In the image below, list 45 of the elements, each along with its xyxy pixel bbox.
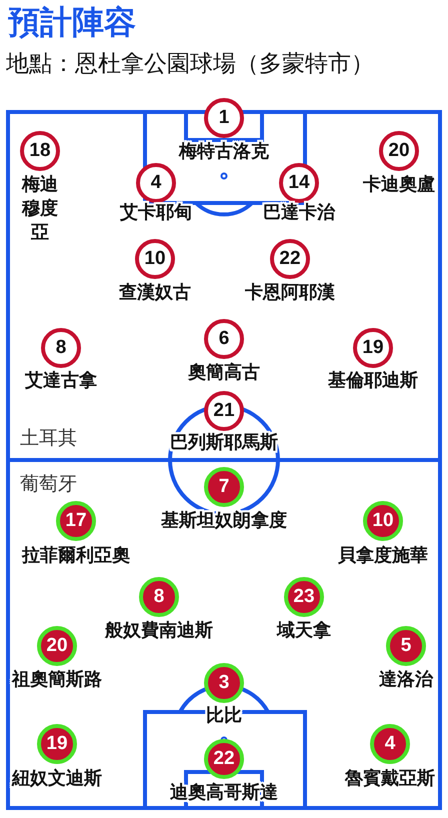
player-number-marker: 6: [204, 319, 244, 359]
player-number-marker: 10: [363, 501, 403, 541]
player-name: 梅迪穆度亞: [20, 173, 59, 245]
player-number-marker: 14: [279, 163, 319, 203]
player-name: 梅特古洛克: [179, 140, 269, 164]
player-name: 奧簡高古: [188, 361, 260, 385]
player-number-marker: 19: [37, 724, 77, 764]
player-name: 祖奧簡斯路: [12, 668, 102, 692]
player-number-marker: 17: [56, 501, 96, 541]
player-name: 巴達卡治: [263, 201, 335, 225]
player-number-marker: 23: [284, 577, 324, 617]
team-name: 土耳其: [20, 426, 77, 450]
player-name: 基斯坦奴朗拿度: [161, 509, 287, 533]
player-number-marker: 22: [270, 239, 310, 279]
player-name: 拉菲爾利亞奧: [22, 544, 130, 568]
player-name: 貝拿度施華: [338, 544, 428, 568]
player-name: 紐奴文迪斯: [12, 767, 102, 791]
player-name: 達洛治: [379, 668, 433, 692]
player-name: 艾達古拿: [25, 369, 97, 393]
player-number-marker: 21: [204, 391, 244, 431]
player-number-marker: 10: [135, 239, 175, 279]
player-number-marker: 3: [204, 663, 244, 703]
player-number-marker: 20: [37, 626, 77, 666]
team-name: 葡萄牙: [20, 472, 77, 496]
player-number-marker: 4: [370, 724, 410, 764]
player-name: 查漢奴古: [119, 281, 191, 305]
player-name: 基倫耶迪斯: [328, 369, 418, 393]
player-number-marker: 4: [136, 163, 176, 203]
player-name: 卡恩阿耶漢: [245, 281, 335, 305]
player-name: 卡迪奧盧: [363, 173, 435, 197]
player-number-marker: 5: [386, 626, 426, 666]
player-name: 域天拿: [277, 619, 331, 643]
player-number-marker: 8: [139, 577, 179, 617]
player-number-marker: 22: [204, 739, 244, 779]
player-number-marker: 19: [353, 328, 393, 368]
player-number-marker: 7: [204, 467, 244, 507]
player-number-marker: 18: [20, 131, 60, 171]
subtitle: 地點：恩杜拿公園球場（多蒙特市）: [6, 50, 374, 79]
player-number-marker: 1: [204, 98, 244, 138]
player-name: 魯賓戴亞斯: [345, 767, 435, 791]
player-number-marker: 8: [41, 328, 81, 368]
player-name: 艾卡耶甸: [120, 201, 192, 225]
player-number-marker: 20: [379, 131, 419, 171]
heading: 預計陣容: [8, 2, 136, 42]
player-name: 般奴費南迪斯: [105, 619, 213, 643]
